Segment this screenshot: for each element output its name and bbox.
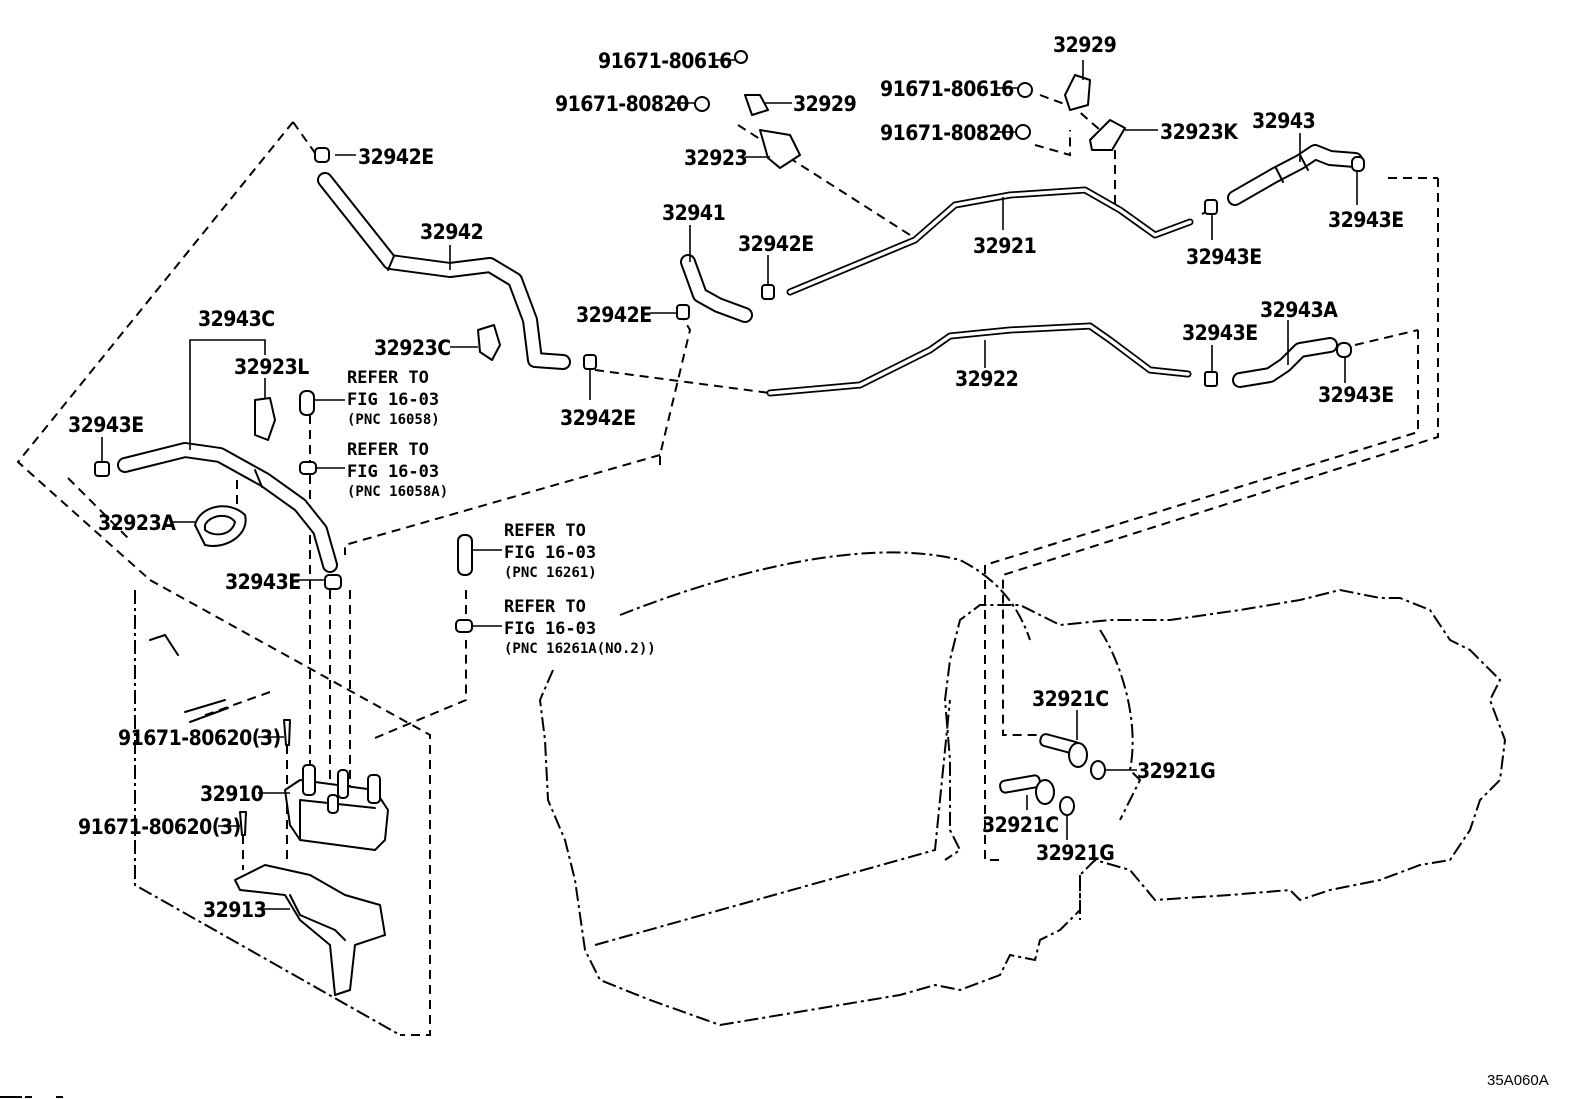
label-32910[interactable]: 32910 xyxy=(200,782,264,806)
hose-32941 xyxy=(680,254,753,323)
label-32929-a[interactable]: 32929 xyxy=(793,92,857,116)
label-91671-80616-a[interactable]: 91671-80616 xyxy=(598,49,733,73)
pipe-32922 xyxy=(766,322,1192,397)
assembly-boundary-lines xyxy=(16,94,1439,1036)
label-32921c-lower[interactable]: 32921C xyxy=(982,813,1059,837)
svg-text:(PNC 16058A): (PNC 16058A) xyxy=(347,484,448,500)
reference-pnc-16058[interactable]: REFER TO FIG 16-03 (PNC 16058) xyxy=(347,368,440,428)
label-32943e-top-mid[interactable]: 32943E xyxy=(1186,245,1262,269)
clips xyxy=(94,50,1365,633)
label-32923[interactable]: 32923 xyxy=(684,146,748,170)
svg-text:REFER TO: REFER TO xyxy=(504,521,586,541)
svg-text:(PNC 16261A(NO.2)): (PNC 16261A(NO.2)) xyxy=(504,641,656,657)
label-32942e-bottom[interactable]: 32942E xyxy=(560,406,636,430)
reference-pnc-16058a[interactable]: REFER TO FIG 16-03 (PNC 16058A) xyxy=(347,440,448,500)
bracket-32913 xyxy=(234,864,386,996)
label-91671-80616-b[interactable]: 91671-80616 xyxy=(880,77,1015,101)
reference-pnc-16261[interactable]: REFER TO FIG 16-03 (PNC 16261) xyxy=(504,521,597,581)
label-32943e-mid[interactable]: 32943E xyxy=(1182,321,1258,345)
label-32943e-left[interactable]: 32943E xyxy=(68,413,144,437)
label-32943e-top-right[interactable]: 32943E xyxy=(1328,208,1404,232)
label-32942e-top[interactable]: 32942E xyxy=(358,145,434,169)
label-32943e-lower[interactable]: 32943E xyxy=(225,570,301,594)
label-32913[interactable]: 32913 xyxy=(203,898,267,922)
svg-text:(PNC 16261): (PNC 16261) xyxy=(504,565,597,581)
hose-32943 xyxy=(1227,144,1363,206)
label-32921g-lower[interactable]: 32921G xyxy=(1036,841,1115,865)
label-32943e-mid-right[interactable]: 32943E xyxy=(1318,383,1394,407)
label-32943a[interactable]: 32943A xyxy=(1260,298,1339,322)
label-32923k[interactable]: 32923K xyxy=(1160,120,1240,144)
hose-32943c xyxy=(117,442,338,573)
svg-text:FIG 16-03: FIG 16-03 xyxy=(504,543,596,563)
label-32942e-mid[interactable]: 32942E xyxy=(738,232,814,256)
reference-notes: REFER TO FIG 16-03 (PNC 16058) REFER TO … xyxy=(347,368,656,657)
label-32942[interactable]: 32942 xyxy=(420,220,484,244)
svg-text:FIG 16-03: FIG 16-03 xyxy=(347,390,439,410)
svg-text:(PNC 16058): (PNC 16058) xyxy=(347,412,440,428)
label-32929-b[interactable]: 32929 xyxy=(1053,33,1117,57)
oil-cooler-32910 xyxy=(239,719,389,851)
label-32923c[interactable]: 32923C xyxy=(374,336,451,360)
small-pipe-sections xyxy=(149,634,229,723)
unions-gaskets xyxy=(999,733,1106,816)
svg-text:REFER TO: REFER TO xyxy=(504,597,586,617)
label-91671-80820-a[interactable]: 91671-80820 xyxy=(555,92,690,116)
label-32921g-upper[interactable]: 32921G xyxy=(1137,759,1216,783)
label-32943[interactable]: 32943 xyxy=(1252,109,1316,133)
label-32922[interactable]: 32922 xyxy=(955,367,1019,391)
svg-text:FIG 16-03: FIG 16-03 xyxy=(504,619,596,639)
label-32923l[interactable]: 32923L xyxy=(234,355,310,379)
part-labels: 91671-80616 91671-80820 32929 32923 3292… xyxy=(68,33,1404,922)
label-91671-80820-b[interactable]: 91671-80820 xyxy=(880,121,1015,145)
label-32921[interactable]: 32921 xyxy=(973,234,1037,258)
transmission-outline xyxy=(538,551,1507,1027)
label-91671-80620-upper[interactable]: 91671-80620(3) xyxy=(118,726,281,750)
label-32941[interactable]: 32941 xyxy=(662,201,726,225)
label-91671-80620-lower[interactable]: 91671-80620(3) xyxy=(78,815,241,839)
pipe-32921 xyxy=(786,186,1194,296)
svg-text:REFER TO: REFER TO xyxy=(347,440,429,460)
label-32943c[interactable]: 32943C xyxy=(198,307,275,331)
hose-32943a xyxy=(1232,337,1338,388)
figure-code: 35A060A xyxy=(1487,1072,1549,1089)
svg-text:FIG 16-03: FIG 16-03 xyxy=(347,462,439,482)
label-32921c-upper[interactable]: 32921C xyxy=(1032,687,1109,711)
svg-text:REFER TO: REFER TO xyxy=(347,368,429,388)
reference-pnc-16261a[interactable]: REFER TO FIG 16-03 (PNC 16261A(NO.2)) xyxy=(504,597,656,657)
label-32923a[interactable]: 32923A xyxy=(98,511,177,535)
leader-lines xyxy=(101,59,1358,910)
label-32942e-left[interactable]: 32942E xyxy=(576,303,652,327)
hose-32942 xyxy=(317,172,571,370)
